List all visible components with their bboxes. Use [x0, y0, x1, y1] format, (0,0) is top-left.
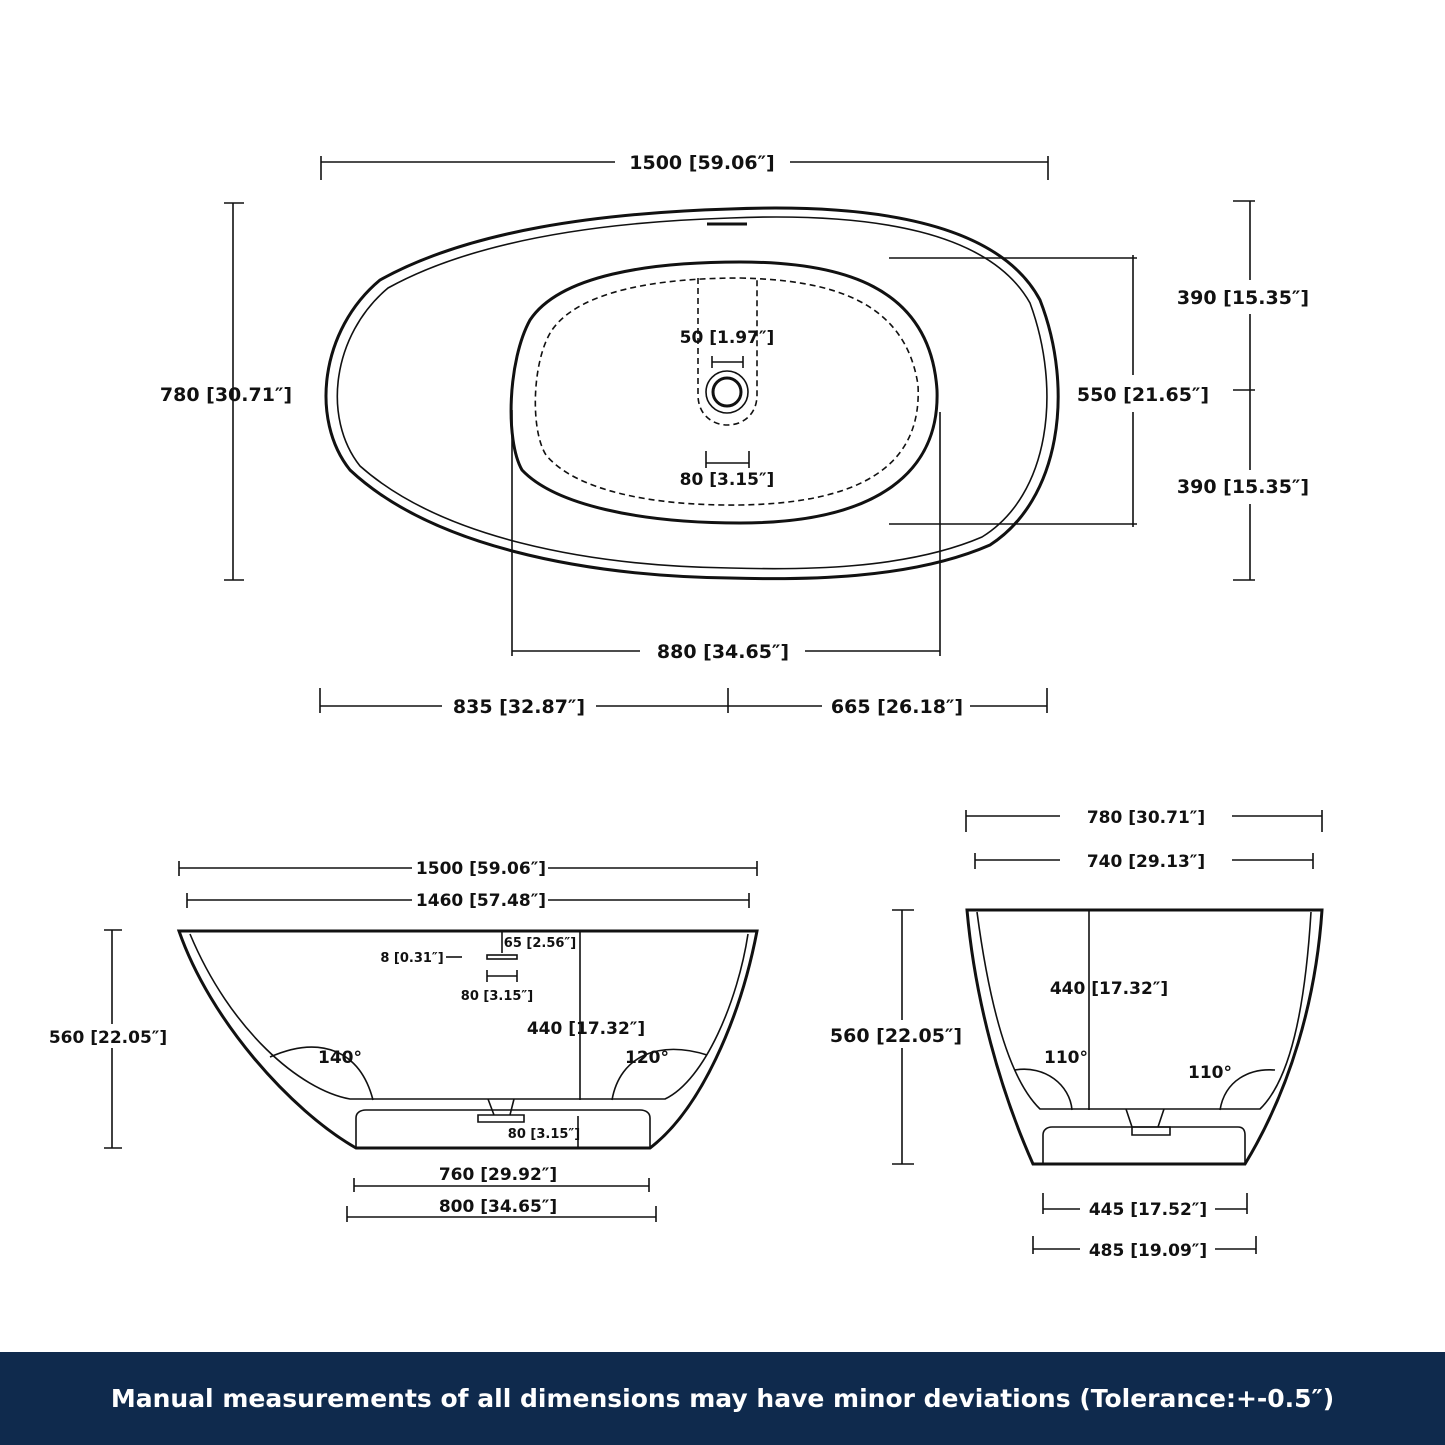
side-overflow-offset-label: 80 [3.15″]	[461, 989, 533, 1004]
drain-outer-circle	[705, 370, 749, 414]
end-left-angle-label: 110°	[1044, 1048, 1088, 1068]
technical-drawing: 1500 [59.06″] 780 [30.71″] 550 [21.65″] …	[49, 152, 1324, 1261]
end-base-plinth	[1042, 1126, 1246, 1164]
side-drain	[477, 1098, 525, 1123]
side-overflow-thickness-label: 8 [0.31″]	[380, 951, 443, 966]
end-right-angle-arc	[1219, 1069, 1276, 1111]
end-rim-width-label: 740 [29.13″]	[1087, 852, 1205, 872]
top-half-width-bottom-label: 390 [15.35″]	[1177, 476, 1309, 498]
top-inner-width-label: 550 [21.65″]	[1077, 384, 1209, 406]
side-overflow	[486, 954, 518, 960]
drain-slot	[697, 278, 758, 426]
side-drain-height-label: 80 [3.15″]	[508, 1127, 580, 1142]
side-outer-shell	[176, 929, 759, 1150]
top-overall-length-label: 1500 [59.06″]	[629, 152, 774, 174]
end-base-outer-label: 485 [19.09″]	[1089, 1241, 1207, 1261]
end-view: 110° 110° 780 [30.71″] 740 [29.13″] 560 …	[830, 808, 1324, 1261]
end-outer-shell	[965, 908, 1324, 1166]
drain-inner-circle	[711, 376, 743, 408]
side-height-label: 560 [22.05″]	[49, 1028, 167, 1048]
tub-outer-rim-inner-line	[336, 216, 1048, 570]
top-drain-slot-label: 80 [3.15″]	[680, 470, 775, 490]
end-depth-label: 440 [17.32″]	[1050, 979, 1168, 999]
top-view: 1500 [59.06″] 780 [30.71″] 550 [21.65″] …	[160, 152, 1320, 718]
end-drain	[1125, 1108, 1171, 1136]
side-inner-basin	[189, 933, 749, 1100]
end-right-angle-label: 110°	[1188, 1063, 1232, 1083]
top-inner-length-label: 880 [34.65″]	[657, 641, 789, 663]
side-right-angle-label: 120°	[625, 1048, 669, 1068]
side-view: 1500 [59.06″] 1460 [57.48″] 560 [22.05″]…	[49, 859, 759, 1222]
tolerance-banner: Manual measurements of all dimensions ma…	[0, 1352, 1445, 1445]
side-base-inner-label: 760 [29.92″]	[439, 1165, 557, 1185]
top-drain-to-right-label: 665 [26.18″]	[831, 696, 963, 718]
tub-outer-rim	[324, 206, 1060, 581]
side-base-plinth	[355, 1109, 651, 1148]
side-overall-length-label: 1500 [59.06″]	[416, 859, 546, 879]
side-depth-label: 440 [17.32″]	[527, 1019, 645, 1039]
side-rim-length-label: 1460 [57.48″]	[416, 891, 546, 911]
side-base-outer-label: 800 [34.65″]	[439, 1197, 557, 1217]
side-left-angle-label: 140°	[318, 1048, 362, 1068]
top-overall-width-label: 780 [30.71″]	[160, 384, 292, 406]
end-inner-basin	[976, 911, 1312, 1110]
side-overflow-length-label: 65 [2.56″]	[504, 936, 576, 951]
end-height-label: 560 [22.05″]	[830, 1025, 962, 1047]
top-drain-diameter-label: 50 [1.97″]	[680, 328, 775, 348]
tub-inner-basin	[509, 260, 939, 525]
end-overall-width-label: 780 [30.71″]	[1087, 808, 1205, 828]
top-half-width-top-label: 390 [15.35″]	[1177, 287, 1309, 309]
end-left-angle-arc	[1014, 1068, 1073, 1111]
tolerance-note: Manual measurements of all dimensions ma…	[110, 1384, 1335, 1413]
end-base-inner-label: 445 [17.52″]	[1089, 1200, 1207, 1220]
side-left-angle-arc	[269, 1046, 374, 1101]
side-right-angle-arc	[611, 1048, 708, 1101]
tub-floor-dashed	[534, 277, 919, 506]
top-drain-to-left-label: 835 [32.87″]	[453, 696, 585, 718]
